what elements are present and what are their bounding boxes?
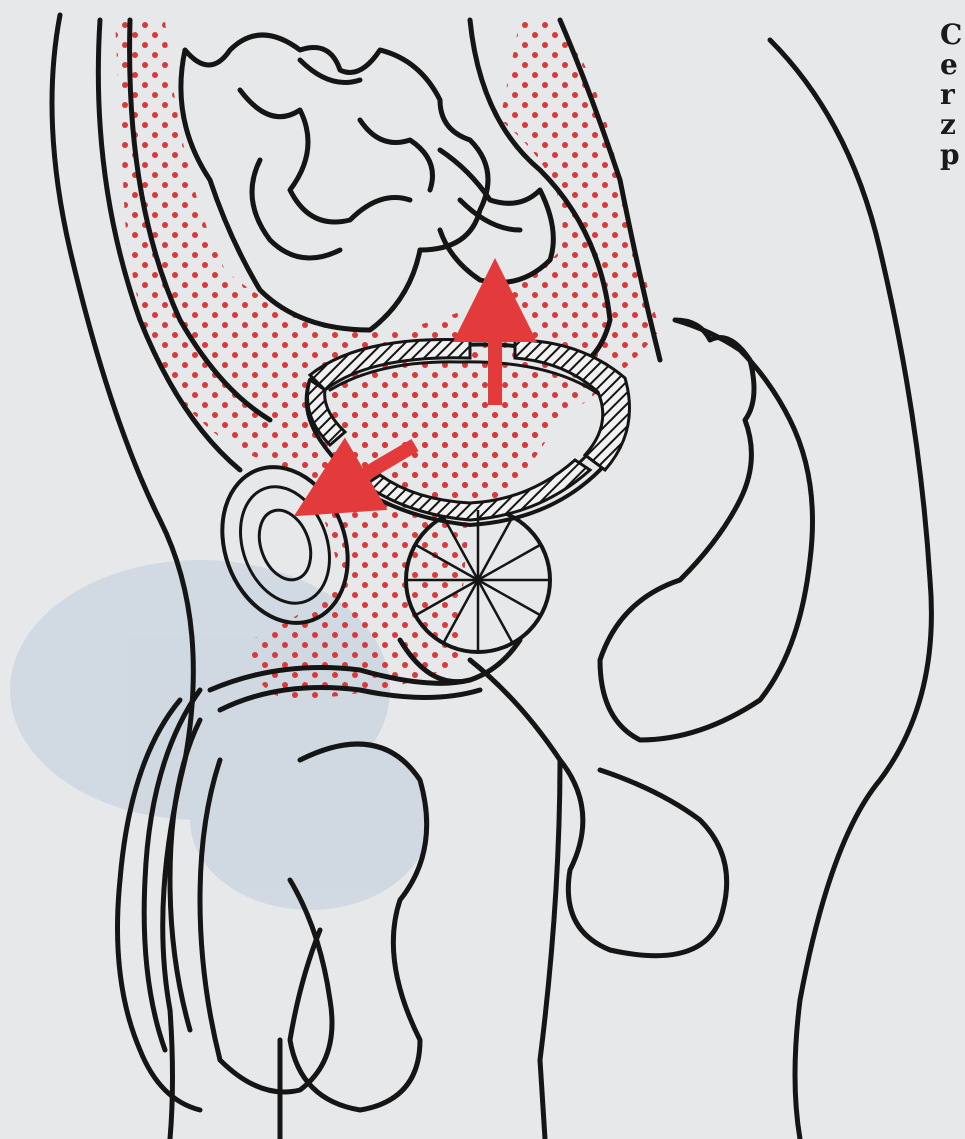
fragment-letter: p <box>940 140 965 170</box>
fragment-letter: e <box>940 50 965 80</box>
fragment-letter: z <box>940 110 965 140</box>
fragment-letter: r <box>940 80 965 110</box>
fragment-letter: C <box>940 20 965 50</box>
cropped-page-text: C e r z p <box>940 20 965 170</box>
